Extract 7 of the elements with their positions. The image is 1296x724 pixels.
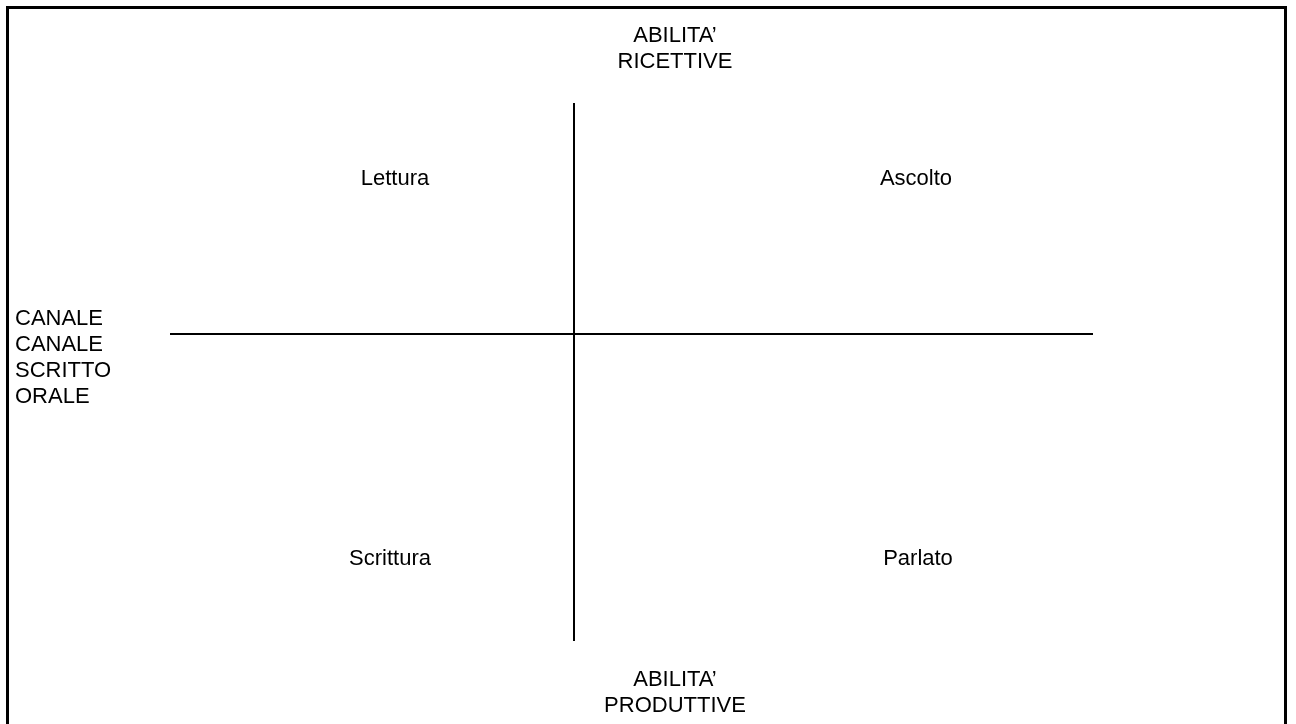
axis-title: ABILITA’ PRODUTTIVE xyxy=(603,666,747,718)
axis-title: ABILITA’ RICETTIVE xyxy=(616,22,734,74)
quadrant-label: Parlato xyxy=(882,545,954,571)
channel-label: CANALE CANALE SCRITTO ORALE xyxy=(15,305,112,409)
quadrant-label: Lettura xyxy=(359,165,431,191)
quadrant-label: Ascolto xyxy=(878,165,954,191)
quadrant-label: Scrittura xyxy=(348,545,432,571)
